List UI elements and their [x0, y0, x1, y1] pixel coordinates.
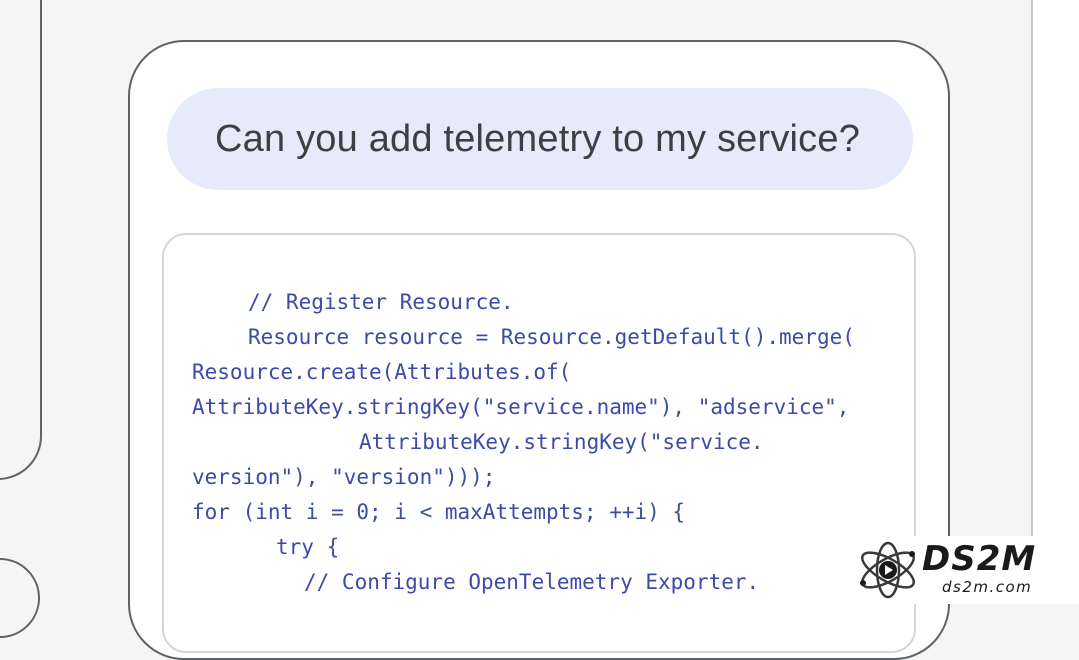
background-decor-curve [0, 558, 40, 638]
background-panel-right [1033, 0, 1079, 604]
code-line: try { [276, 535, 340, 559]
background-decor-line-left [0, 0, 42, 480]
code-response-card: // Register Resource. Resource resource … [162, 233, 916, 653]
code-line: Resource resource = Resource.getDefault(… [248, 325, 855, 349]
user-prompt-bubble: Can you add telemetry to my service? [167, 88, 913, 190]
code-line: version"), "version"))); [192, 465, 496, 489]
code-line: AttributeKey.stringKey("service. [359, 430, 764, 454]
watermark-domain: ds2m.com [942, 578, 1033, 596]
watermark-logo: DS2M ds2m.com [850, 536, 1079, 604]
code-line: // Register Resource. [248, 290, 514, 314]
background-decor-line-right [1031, 0, 1033, 604]
watermark-brand: DS2M [922, 539, 1037, 579]
code-line: AttributeKey.stringKey("service.name"), … [192, 395, 850, 419]
code-line: Resource.create(Attributes.of( [192, 360, 572, 384]
code-line: for (int i = 0; i < maxAttempts; ++i) { [192, 500, 686, 524]
user-prompt-text: Can you add telemetry to my service? [215, 117, 861, 160]
code-line: // Configure OpenTelemetry Exporter. [304, 570, 760, 594]
atom-play-icon [860, 541, 915, 599]
